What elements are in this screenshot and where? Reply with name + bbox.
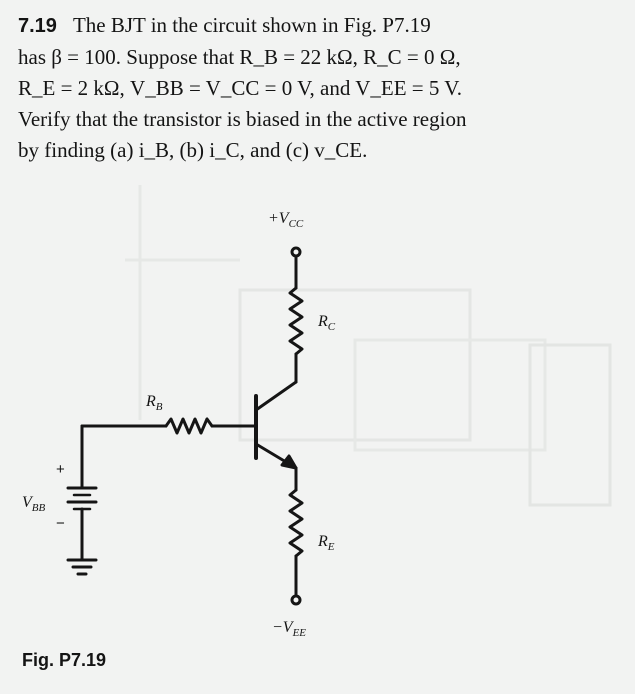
vbb-battery [66, 486, 98, 511]
problem-statement: 7.19 The BJT in the circuit shown in Fig.… [18, 10, 618, 166]
collector-lead [254, 380, 298, 412]
problem-line-2: has β = 100. Suppose that R_B = 22 kΩ, R… [18, 45, 461, 69]
figure-caption: Fig. P7.19 [22, 650, 107, 670]
vbb-label: VBB [22, 494, 46, 514]
problem-line-3: R_E = 2 kΩ, V_BB = V_CC = 0 V, and V_EE … [18, 76, 462, 100]
ground-symbol [66, 558, 98, 576]
vcc-label: +VCC [268, 210, 304, 230]
problem-line-1: 7.19 The BJT in the circuit shown in Fig.… [18, 10, 618, 42]
problem-line-5: by finding (a) i_B, (b) i_C, and (c) v_C… [18, 138, 368, 162]
emitter-arrow [280, 454, 298, 470]
rc-label: RC [317, 313, 336, 333]
rb-resistor [164, 417, 214, 435]
vbb-plus-sign: + [56, 461, 65, 478]
problem-number: 7.19 [18, 15, 57, 37]
rc-resistor [288, 286, 304, 356]
vbb-minus-sign: − [56, 515, 65, 532]
rb-label: RB [145, 393, 163, 413]
re-resistor [288, 488, 304, 558]
problem-text-1: The BJT in the circuit shown in Fig. P7.… [72, 13, 431, 37]
vee-terminal [290, 594, 302, 606]
vee-label: −VEE [272, 619, 306, 639]
problem-line-4: Verify that the transistor is biased in … [18, 107, 467, 131]
re-label: RE [317, 533, 335, 553]
